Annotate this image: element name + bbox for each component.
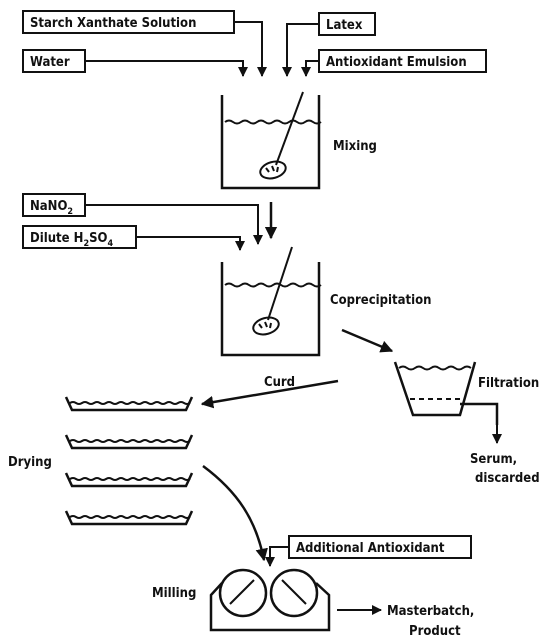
input-label-water: Water: [30, 55, 70, 70]
step-label-filtration: Filtration: [478, 376, 539, 391]
arrow-starch-to-mixer: [234, 21, 267, 77]
mixing-tank: [220, 91, 322, 190]
filtration-funnel: [393, 361, 499, 425]
product-label-line1: Masterbatch,: [387, 604, 474, 619]
input-label-starch-xanthate: Starch Xanthate Solution: [30, 16, 196, 31]
serum-label-line1: Serum,: [470, 452, 517, 467]
drying-trays: [64, 396, 194, 526]
arrow-coprecipitation-to-filtration: [341, 328, 394, 353]
input-label-latex: Latex: [326, 18, 363, 33]
step-label-drying: Drying: [8, 455, 52, 470]
product-label-line2: Product: [409, 624, 461, 639]
input-label-dilute-acid: Dilute H2SO4: [30, 231, 113, 249]
input-label-nano2: NaNO2: [30, 199, 73, 217]
input-box-dilute-acid: Dilute H2SO4: [22, 225, 137, 249]
drying-tray: [64, 396, 194, 412]
input-label-additional-antioxidant: Additional Antioxidant: [296, 541, 445, 556]
input-box-additional-antioxidant: Additional Antioxidant: [288, 535, 472, 559]
arrow-antioxidant-to-mixer: [301, 60, 319, 77]
arrow-nano2-to-coprecipitation: [85, 204, 263, 245]
input-box-antioxidant-emulsion: Antioxidant Emulsion: [318, 49, 487, 73]
arrow-latex-to-mixer: [282, 23, 319, 77]
step-label-coprecipitation: Coprecipitation: [330, 293, 431, 308]
arrow-filtration-to-drying: [200, 379, 339, 409]
arrow-water-to-mixer: [85, 60, 248, 77]
input-box-starch-xanthate: Starch Xanthate Solution: [22, 10, 235, 34]
step-label-mixing: Mixing: [333, 139, 377, 154]
arrow-acid-to-coprecipitation: [136, 236, 245, 251]
input-box-nano2: NaNO2: [22, 193, 86, 217]
milling-rolls: [209, 568, 331, 632]
input-label-antioxidant-emulsion: Antioxidant Emulsion: [326, 55, 467, 70]
arrow-drying-to-milling: [202, 464, 268, 562]
serum-label-line2: discarded: [475, 471, 540, 486]
step-label-milling: Milling: [152, 586, 196, 601]
drying-tray: [64, 472, 194, 488]
curd-label: Curd: [264, 375, 295, 390]
drying-tray: [64, 510, 194, 526]
coprecipitation-tank: [220, 246, 322, 357]
drying-tray: [64, 434, 194, 450]
input-box-latex: Latex: [318, 12, 376, 36]
arrow-antioxidant-to-milling: [265, 546, 289, 567]
input-box-water: Water: [22, 49, 86, 73]
